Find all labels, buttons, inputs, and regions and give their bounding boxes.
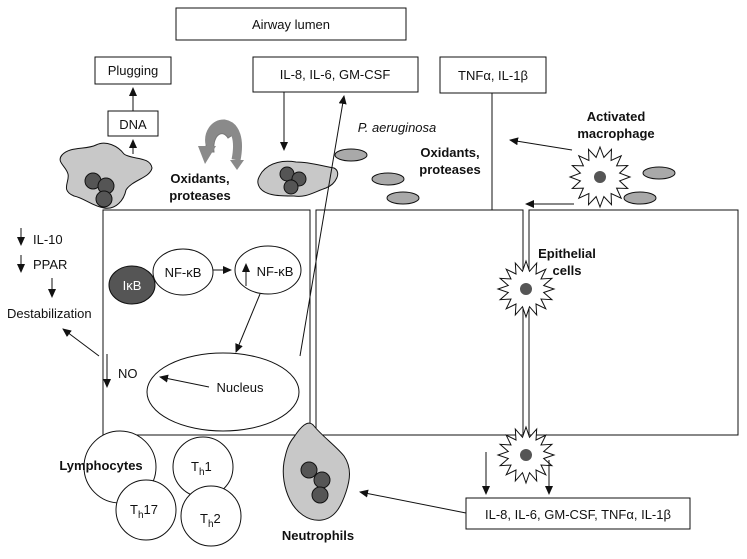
bacterium-1 xyxy=(334,148,368,162)
dna-label: DNA xyxy=(119,117,147,132)
th17-label: Th17 xyxy=(130,502,158,521)
epithelial-label-2: cells xyxy=(553,263,582,278)
epithelial-label-1: Epithelial xyxy=(538,246,596,261)
tnf-top-label: TNFα, IL-1β xyxy=(458,68,528,83)
dna-box: DNA xyxy=(107,110,159,137)
activated-macrophage-label-2: macrophage xyxy=(577,126,654,141)
bacterium-3 xyxy=(386,191,420,205)
nfkb-complex-label: NF-κB xyxy=(165,265,202,280)
neutrophil-top-middle xyxy=(257,160,339,197)
airway-lumen-label: Airway lumen xyxy=(252,17,330,32)
ppar-label: PPAR xyxy=(33,257,67,272)
nucleus-node: Nucleus xyxy=(146,352,300,432)
il10-label: IL-10 xyxy=(33,232,63,247)
cytokines-to-neutrophils-arrow xyxy=(359,489,467,514)
oxidants-left-label-2: proteases xyxy=(169,188,230,203)
th1-label: Th1 xyxy=(191,459,212,478)
bacterium-2 xyxy=(371,172,405,186)
no-to-destabilization-arrow xyxy=(62,328,100,357)
cytokines-top-label: IL-8, IL-6, GM-CSF xyxy=(280,67,391,82)
ikb-label: IκB xyxy=(123,278,142,293)
bacterium-4 xyxy=(642,166,676,180)
oxidants-right-label-2: proteases xyxy=(419,162,480,177)
th17-circle xyxy=(115,479,177,541)
cytokines-bottom-label: IL-8, IL-6, GM-CSF, TNFα, IL-1β xyxy=(485,507,671,522)
activated-macrophage-label-1: Activated xyxy=(587,109,646,124)
nucleus-to-cytokines-arrow xyxy=(299,95,347,357)
curved-arrow-icon xyxy=(198,119,244,170)
tnf-box: TNFα, IL-1β xyxy=(439,56,547,94)
nfkb-complex-node: NF-κB xyxy=(152,248,214,296)
bacterium-5 xyxy=(623,191,657,205)
lymphocytes-label: Lymphocytes xyxy=(59,458,142,473)
nucleus-to-no-arrow xyxy=(159,374,210,388)
neutrophil-bottom xyxy=(282,422,350,521)
nfkb-free-node: NF-κB xyxy=(234,245,302,295)
destabilization-label: Destabilization xyxy=(7,306,92,321)
ikb-node: IκB xyxy=(108,265,156,305)
cytokines-top-box: IL-8, IL-6, GM-CSF xyxy=(252,56,419,93)
macrophage-in-epithelium-icon xyxy=(496,259,556,319)
macrophage-to-oxidants-arrow xyxy=(509,137,573,151)
oxidants-right-label-1: Oxidants, xyxy=(420,145,479,160)
cytokines-bottom-box: IL-8, IL-6, GM-CSF, TNFα, IL-1β xyxy=(465,497,691,530)
epithelial-cell-right xyxy=(528,209,739,436)
nfkb-to-nucleus-arrow xyxy=(235,293,261,353)
epithelial-cell-middle xyxy=(315,209,524,436)
th2-label: Th2 xyxy=(200,511,221,530)
airway-lumen-box: Airway lumen xyxy=(175,7,407,41)
neutrophils-label: Neutrophils xyxy=(282,528,354,543)
macrophage-bottom-icon xyxy=(496,425,556,485)
activated-macrophage-icon xyxy=(568,145,632,209)
nucleus-label: Nucleus xyxy=(217,380,264,395)
p-aeruginosa-label: P. aeruginosa xyxy=(358,120,437,135)
th2-circle xyxy=(180,485,242,547)
plugging-box: Plugging xyxy=(94,56,172,85)
nfkb-free-label: NF-κB xyxy=(257,264,294,279)
no-label: NO xyxy=(118,366,138,381)
oxidants-left-label-1: Oxidants, xyxy=(170,171,229,186)
neutrophil-top-left xyxy=(59,142,153,209)
plugging-label: Plugging xyxy=(108,63,159,78)
